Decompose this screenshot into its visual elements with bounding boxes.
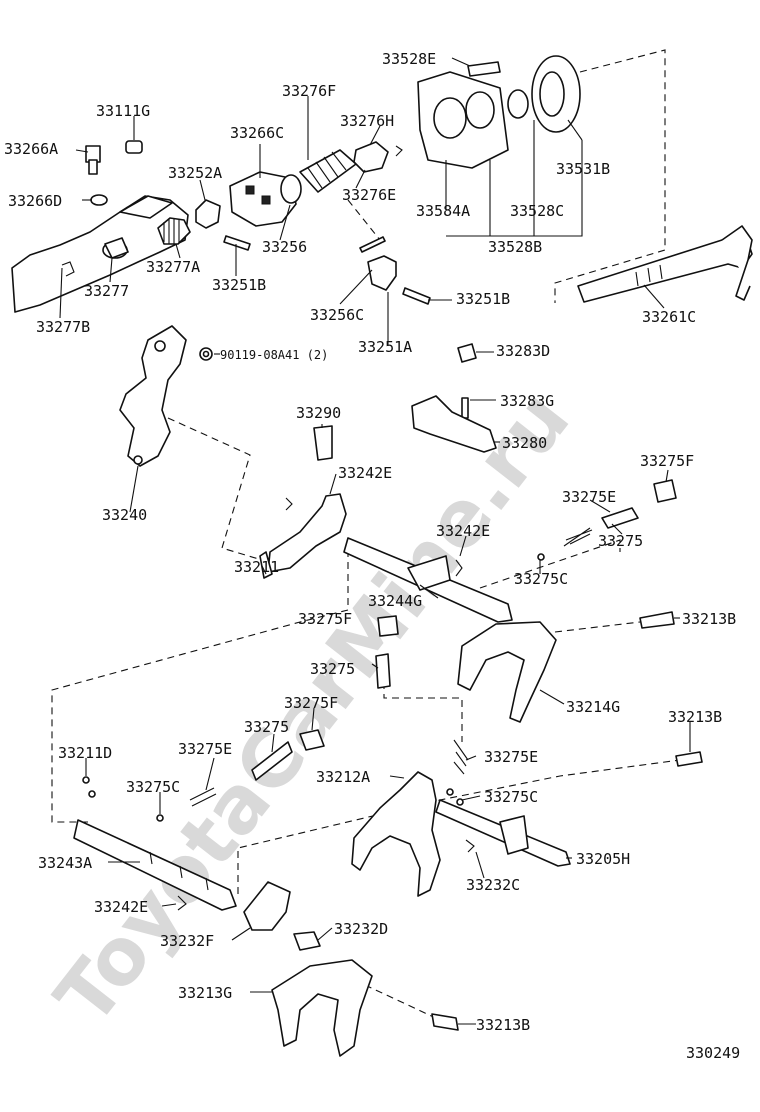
label-33528E: 33528E — [382, 50, 436, 68]
label-33275E-left: 33275E — [178, 740, 232, 758]
label-33232C: 33232C — [466, 876, 520, 894]
leader-lines — [59, 57, 691, 1025]
label-33275E-middle: 33275E — [484, 748, 538, 766]
label-33528C: 33528C — [510, 202, 564, 220]
label-33211: 33211 — [234, 558, 279, 576]
label-33256: 33256 — [262, 238, 307, 256]
label-33283G: 33283G — [500, 392, 554, 410]
label-33211D: 33211D — [58, 744, 112, 762]
label-33212A: 33212A — [316, 768, 370, 786]
label-33275F-middle: 33275F — [298, 610, 352, 628]
label-33242E-bottom: 33242E — [94, 898, 148, 916]
label-33275E-top: 33275E — [562, 488, 616, 506]
label-33213B-right: 33213B — [668, 708, 722, 726]
label-33242E-middle: 33242E — [436, 522, 490, 540]
label-33280: 33280 — [502, 434, 547, 452]
label-33232D: 33232D — [334, 920, 388, 938]
label-33251A: 33251A — [358, 338, 412, 356]
label-33283D: 33283D — [496, 342, 550, 360]
label-33275F-left: 33275F — [284, 694, 338, 712]
label-33276E: 33276E — [342, 186, 396, 204]
figure-id: 330249 — [686, 1044, 740, 1062]
label-90119-08A41: 90119-08A41 (2) — [220, 348, 328, 362]
label-33528B: 33528B — [488, 238, 542, 256]
label-33243A: 33243A — [38, 854, 92, 872]
label-33275F-top: 33275F — [640, 452, 694, 470]
label-33277: 33277 — [84, 282, 129, 300]
label-33275C-top: 33275C — [514, 570, 568, 588]
label-33251B-right: 33251B — [456, 290, 510, 308]
label-33111G: 33111G — [96, 102, 150, 120]
label-33277A: 33277A — [146, 258, 200, 276]
part-labels: 33528E 33111G 33276F 33276H 33266A 33266… — [4, 50, 740, 1062]
label-33275-middle: 33275 — [310, 660, 355, 678]
label-33244G: 33244G — [368, 592, 422, 610]
label-33240: 33240 — [102, 506, 147, 524]
label-33276F: 33276F — [282, 82, 336, 100]
label-33531B: 33531B — [556, 160, 610, 178]
label-33214G: 33214G — [566, 698, 620, 716]
label-33232F: 33232F — [160, 932, 214, 950]
label-33251B-left: 33251B — [212, 276, 266, 294]
label-33266D: 33266D — [8, 192, 62, 210]
label-33256C: 33256C — [310, 306, 364, 324]
label-33275C-left: 33275C — [126, 778, 180, 796]
label-33277B: 33277B — [36, 318, 90, 336]
label-33213B-top: 33213B — [682, 610, 736, 628]
label-33213B-bottom: 33213B — [476, 1016, 530, 1034]
label-33242E-top: 33242E — [338, 464, 392, 482]
label-33275-left: 33275 — [244, 718, 289, 736]
label-33266A: 33266A — [4, 140, 58, 158]
label-33266C: 33266C — [230, 124, 284, 142]
part-shapes — [11, 55, 753, 1057]
label-33261C: 33261C — [642, 308, 696, 326]
label-33584A: 33584A — [416, 202, 470, 220]
label-33275-top: 33275 — [598, 532, 643, 550]
label-33275C-right: 33275C — [484, 788, 538, 806]
label-33290: 33290 — [296, 404, 341, 422]
label-33252A: 33252A — [168, 164, 222, 182]
label-33205H: 33205H — [576, 850, 630, 868]
label-33213G: 33213G — [178, 984, 232, 1002]
label-33276H: 33276H — [340, 112, 394, 130]
